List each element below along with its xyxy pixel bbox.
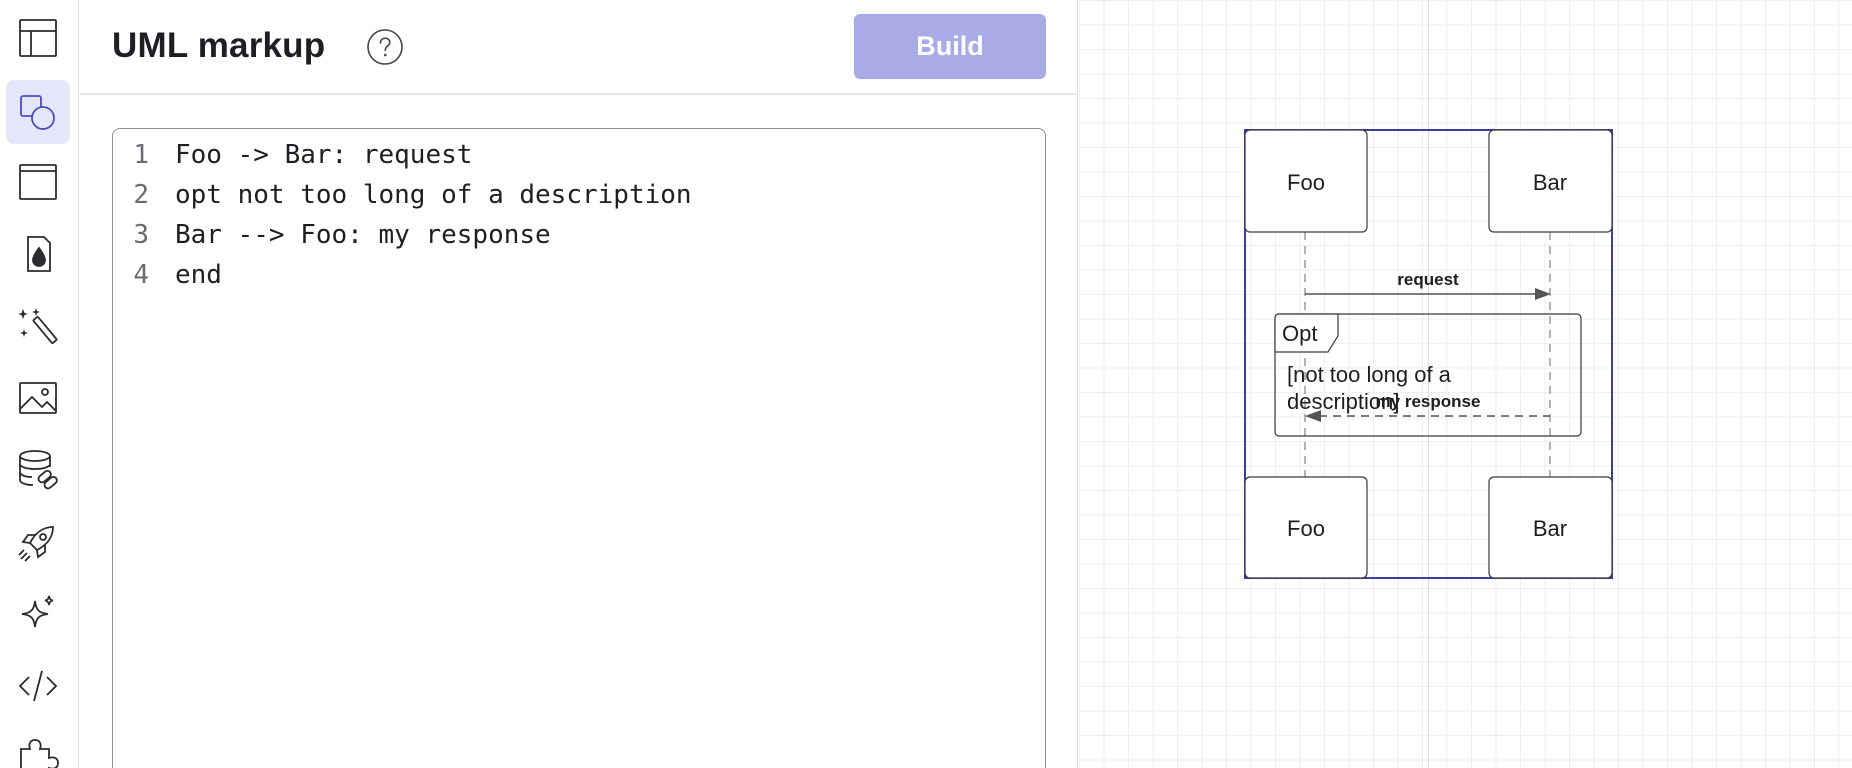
code-line: 1 Foo -> Bar: request	[113, 135, 1043, 175]
selection-frame[interactable]	[1244, 129, 1613, 579]
canvas-axis-line	[1428, 0, 1429, 768]
color-drop-icon	[27, 236, 51, 272]
participant-foo-top[interactable]	[1244, 129, 1368, 233]
magic-wand-icon	[18, 308, 58, 344]
rocket-button[interactable]	[6, 510, 70, 574]
code-button[interactable]	[6, 654, 70, 718]
line-number: 2	[133, 180, 149, 210]
rocket-icon	[18, 526, 54, 562]
arrowhead-icon	[1535, 288, 1551, 300]
shapes-button[interactable]	[6, 80, 70, 144]
tool-rail	[0, 0, 79, 768]
sparkle-icon	[21, 595, 54, 628]
participant-foo-bottom-label: Foo	[1287, 516, 1325, 541]
participant-bar-top[interactable]	[1488, 129, 1613, 233]
build-button[interactable]: Build	[854, 14, 1046, 79]
code-text[interactable]: Bar --> Foo: my response	[175, 220, 551, 250]
layout-button[interactable]	[6, 6, 70, 70]
code-icon	[18, 670, 58, 702]
code-text[interactable]: Foo -> Bar: request	[175, 140, 473, 170]
code-editor[interactable]: 1 Foo -> Bar: request 2 opt not too long of…	[112, 128, 1046, 768]
uml-markup-panel: UML markup Build 1 Foo -> Bar: request 2 op…	[80, 0, 1078, 768]
sequence-diagram[interactable]: Foo Bar request Opt [not too long of a d…	[1079, 0, 1852, 768]
code-text[interactable]: end	[175, 260, 222, 290]
plugins-button[interactable]	[6, 724, 70, 768]
ai-button[interactable]	[6, 582, 70, 646]
puzzle-icon	[20, 739, 59, 768]
opt-fragment[interactable]	[1274, 313, 1582, 437]
opt-fragment-label: Opt	[1282, 321, 1317, 346]
line-number: 1	[133, 140, 149, 170]
participant-foo-top-label: Foo	[1287, 170, 1325, 195]
code-line: 4 end	[113, 255, 1043, 295]
message-response-label: my response	[1376, 392, 1481, 411]
code-line: 3 Bar --> Foo: my response	[113, 215, 1043, 255]
participant-bar-bottom-label: Bar	[1533, 516, 1567, 541]
diagram-canvas[interactable]: Foo Bar request Opt [not too long of a d…	[1079, 0, 1852, 768]
line-number: 3	[133, 220, 149, 250]
participant-foo-bottom[interactable]	[1244, 476, 1368, 579]
code-line: 2 opt not too long of a description	[113, 175, 1043, 215]
opt-guard-line-2: description]	[1287, 389, 1400, 414]
opt-fragment-tab	[1274, 313, 1339, 353]
help-icon[interactable]	[366, 28, 404, 66]
code-text[interactable]: opt not too long of a description	[175, 180, 692, 210]
panel-header: UML markup Build	[80, 0, 1078, 95]
arrowhead-icon	[1305, 410, 1321, 422]
frame-icon	[19, 164, 57, 200]
message-request-label: request	[1397, 270, 1459, 289]
data-link-button[interactable]	[6, 438, 70, 502]
image-icon	[19, 382, 57, 414]
participant-bar-top-label: Bar	[1533, 170, 1567, 195]
image-button[interactable]	[6, 366, 70, 430]
database-link-icon	[19, 450, 58, 490]
magic-button[interactable]	[6, 294, 70, 358]
panel-title: UML markup	[112, 26, 326, 65]
style-button[interactable]	[6, 222, 70, 286]
shapes-icon	[20, 95, 55, 130]
frame-button[interactable]	[6, 150, 70, 214]
participant-bar-bottom[interactable]	[1488, 476, 1613, 579]
line-number: 4	[133, 260, 149, 290]
opt-guard-line-1: [not too long of a	[1287, 362, 1452, 387]
layout-icon	[19, 19, 57, 57]
